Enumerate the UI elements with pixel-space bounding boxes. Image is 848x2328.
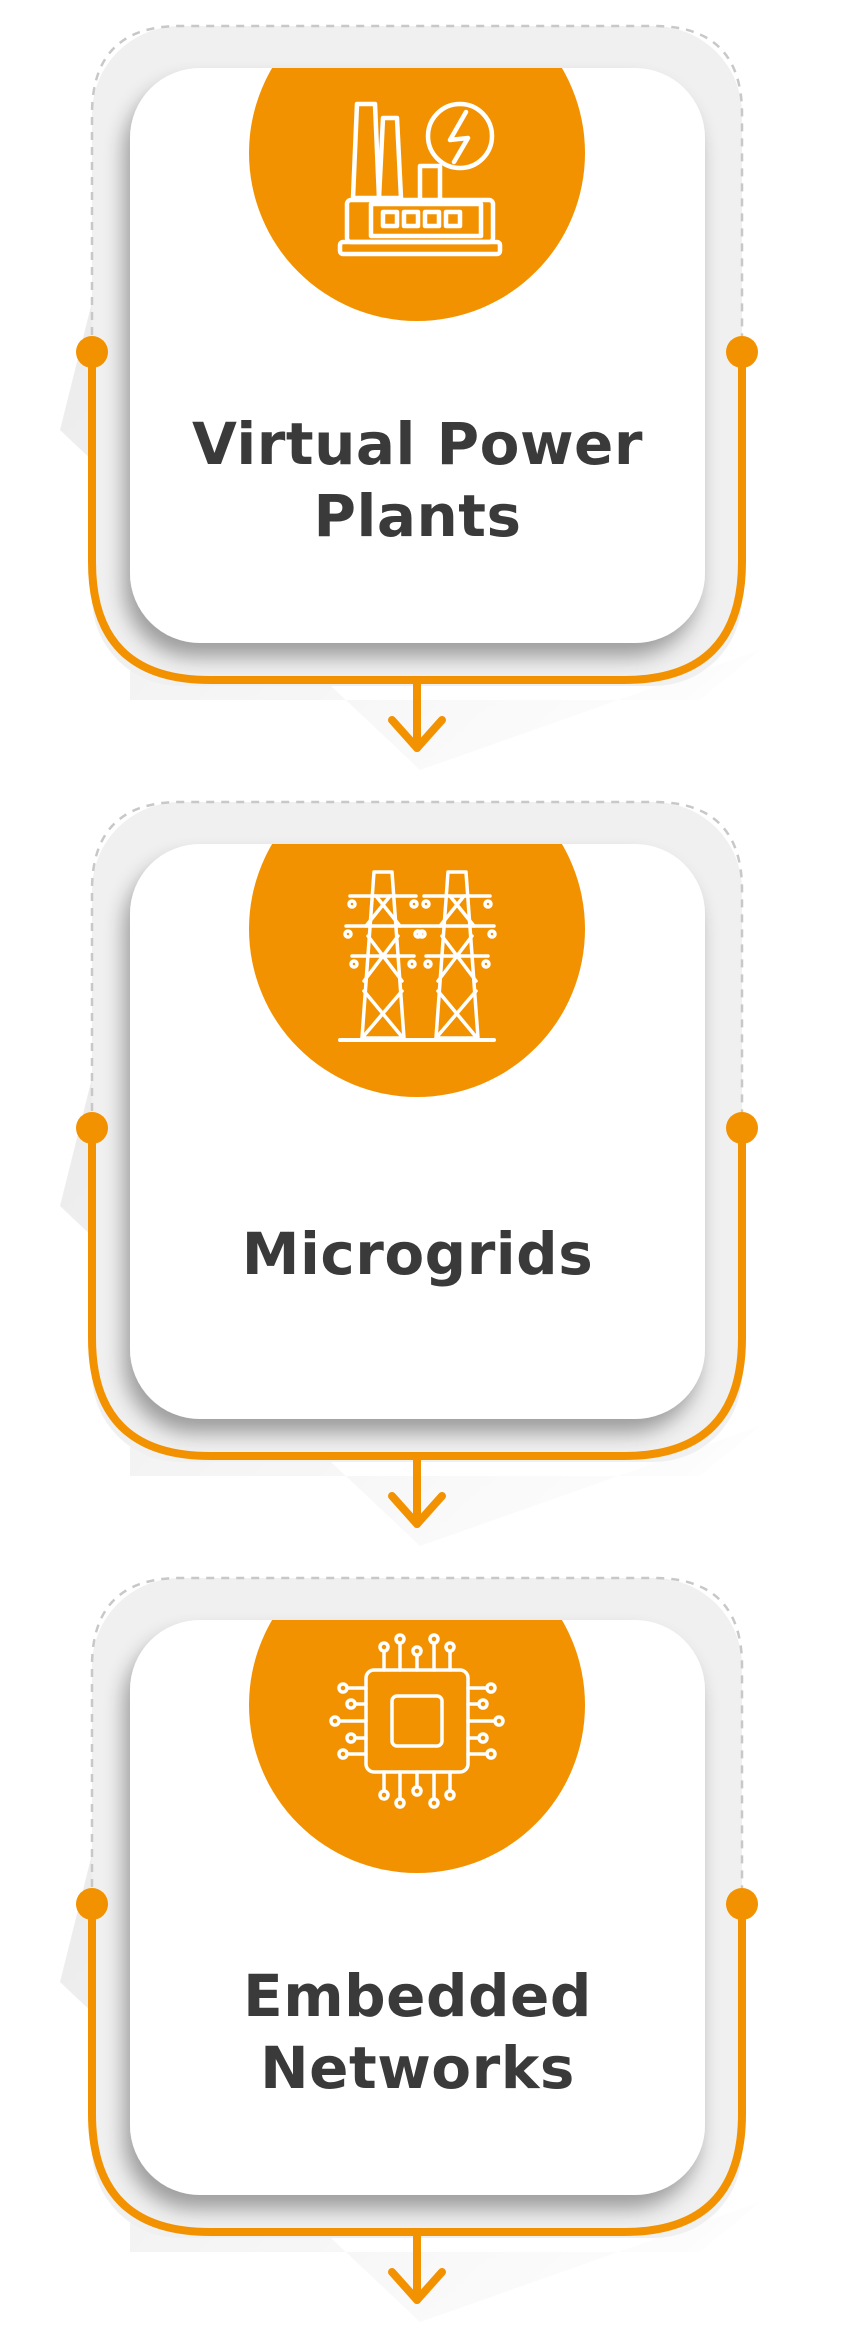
connector-dot-left bbox=[76, 1888, 108, 1920]
step-label: Virtual Power Plants bbox=[192, 410, 643, 550]
connector-dot-right bbox=[726, 336, 758, 368]
step-card-2: Microgrids bbox=[0, 776, 848, 1552]
step-label: Microgrids bbox=[241, 1220, 594, 1288]
step-frame bbox=[60, 24, 760, 770]
power-plant-icon bbox=[337, 101, 503, 257]
connector-dot-left bbox=[76, 336, 108, 368]
step-label: Embedded Networks bbox=[243, 1962, 592, 2102]
arrow-down-icon bbox=[388, 716, 446, 752]
icon-circle bbox=[249, 844, 585, 1097]
step-card-3: Embedded Networks bbox=[0, 1552, 848, 2328]
icon-circle bbox=[249, 68, 585, 321]
connector-dot-right bbox=[726, 1888, 758, 1920]
step-card-1: Virtual Power Plants bbox=[0, 0, 848, 776]
step-frame bbox=[60, 800, 760, 1546]
transmission-towers-icon bbox=[338, 870, 497, 1042]
connector-dot-left bbox=[76, 1112, 108, 1144]
icon-circle bbox=[249, 1620, 585, 1873]
arrow-down-icon bbox=[388, 2268, 446, 2304]
connector-dot-right bbox=[726, 1112, 758, 1144]
step-frame bbox=[60, 1576, 760, 2322]
microchip-icon bbox=[329, 1633, 505, 1809]
arrow-down-icon bbox=[388, 1492, 446, 1528]
